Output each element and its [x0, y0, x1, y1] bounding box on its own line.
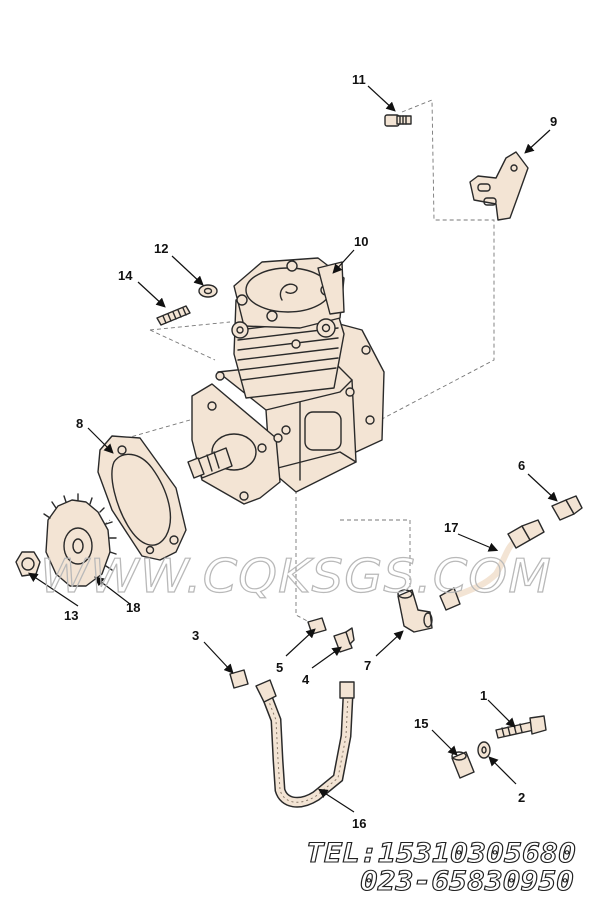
label-12: 12	[154, 241, 168, 256]
label-2: 2	[518, 790, 525, 805]
label-18: 18	[126, 600, 140, 615]
part-air-compressor-10	[187, 257, 385, 505]
label-5: 5	[276, 660, 283, 675]
label-7: 7	[364, 658, 371, 673]
part-bolt-1	[495, 715, 547, 739]
label-1: 1	[480, 688, 487, 703]
part-fitting-3	[229, 669, 249, 689]
part-washer-2	[477, 741, 491, 759]
label-16: 16	[352, 816, 366, 831]
part-tube-17	[439, 519, 545, 611]
label-6: 6	[518, 458, 525, 473]
label-4: 4	[302, 672, 310, 687]
leader-lines	[28, 85, 558, 813]
watermark-text: WWW.CQKSGS.COM	[40, 549, 552, 603]
part-stud-14	[156, 305, 191, 326]
contact-tel: TEL:15310305680	[306, 838, 576, 869]
part-bolt-11	[384, 114, 412, 127]
label-14: 14	[118, 268, 133, 283]
part-bracket-9	[469, 151, 529, 221]
part-nipple-5	[307, 617, 327, 635]
part-spacer-15	[451, 751, 475, 779]
label-8: 8	[76, 416, 83, 431]
label-17: 17	[444, 520, 458, 535]
part-gear-18	[43, 493, 117, 587]
part-nut-13	[15, 551, 41, 577]
part-gasket-8	[97, 435, 187, 561]
label-11: 11	[352, 72, 366, 87]
part-number-labels: 11 9 10 12 14 8 6 17 13 18 3 5 4 7 1 15 …	[64, 72, 557, 831]
contact-phone: 023-65830950	[360, 866, 574, 897]
part-fitting-6	[551, 495, 583, 521]
label-10: 10	[354, 234, 368, 249]
part-elbow-7	[397, 589, 433, 633]
label-9: 9	[550, 114, 557, 129]
part-hose-16	[255, 679, 355, 808]
label-15: 15	[414, 716, 428, 731]
label-13: 13	[64, 608, 78, 623]
part-nut-12	[198, 284, 218, 298]
label-3: 3	[192, 628, 199, 643]
part-elbow-4	[333, 627, 355, 653]
